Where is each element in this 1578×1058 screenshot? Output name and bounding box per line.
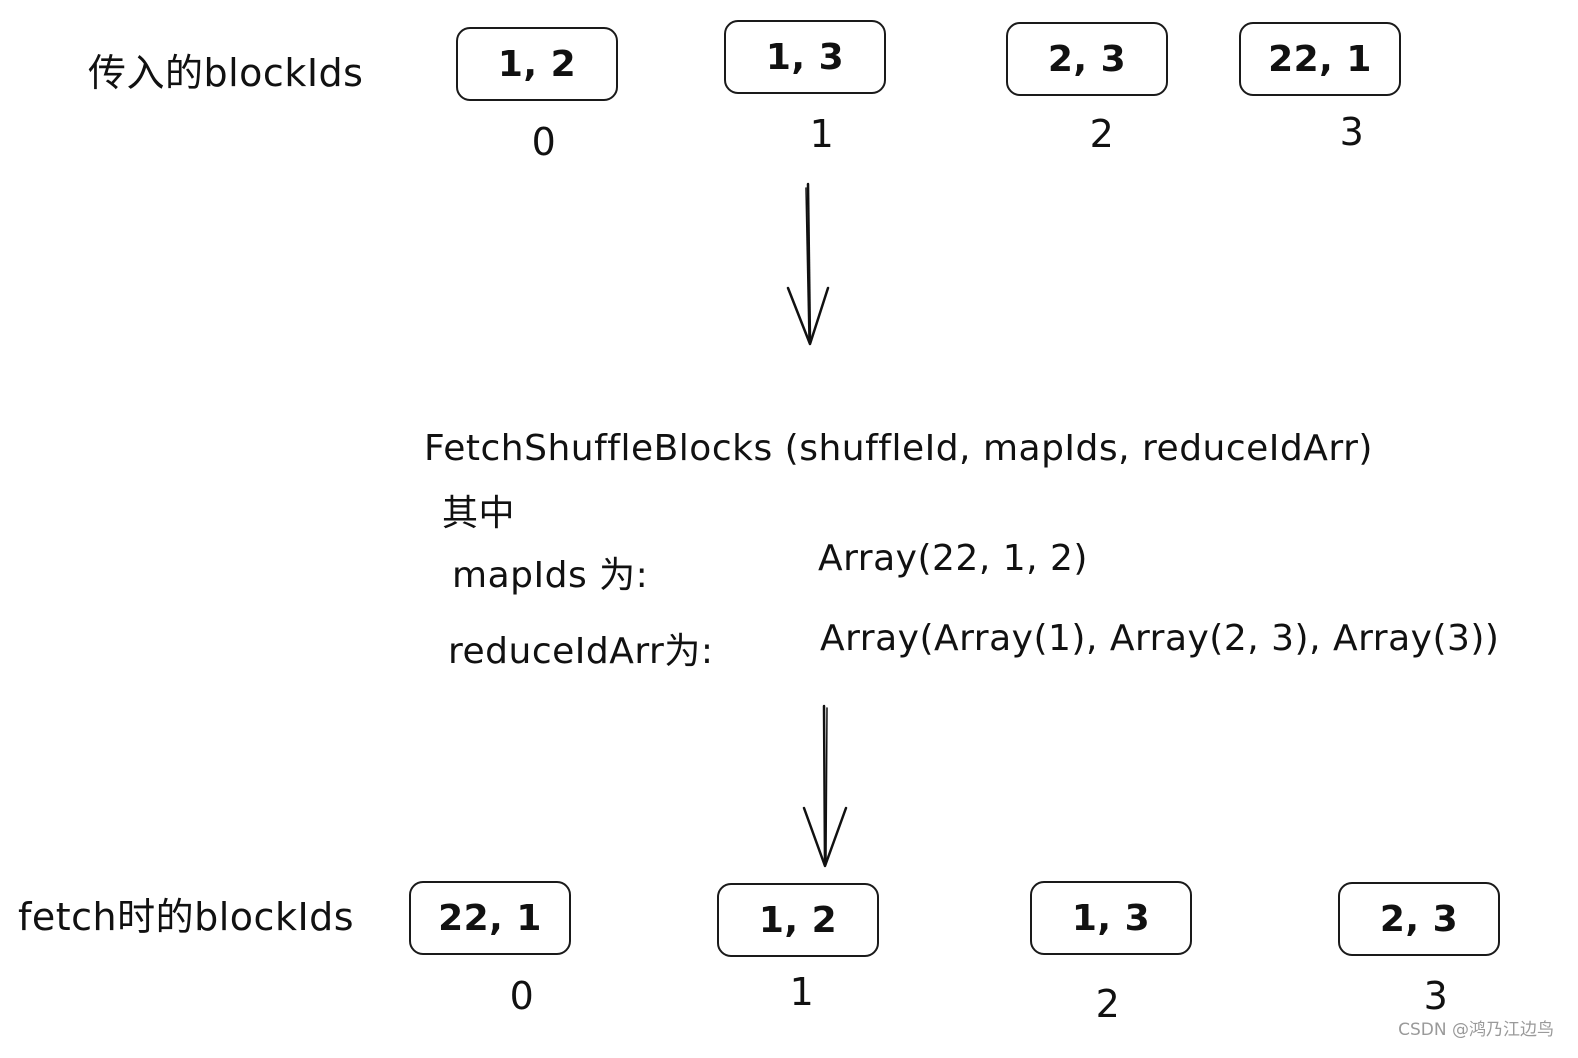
down-arrow-icon — [802, 704, 848, 868]
top-block-2: 2, 3 — [1006, 22, 1168, 96]
bottom-row-label: fetch时的blockIds — [18, 895, 355, 939]
top-index-0: 0 — [531, 120, 557, 164]
bottom-block-2: 1, 3 — [1030, 881, 1192, 955]
map-ids-value: Array(22, 1, 2) — [818, 538, 1088, 579]
bottom-block-3: 2, 3 — [1338, 882, 1500, 956]
bottom-index-0: 0 — [509, 974, 535, 1018]
top-index-2: 2 — [1089, 112, 1115, 156]
bottom-index-3: 3 — [1423, 974, 1449, 1018]
fetch-call-signature: FetchShuffleBlocks (shuffleId, mapIds, r… — [424, 428, 1373, 469]
top-index-1: 1 — [809, 112, 835, 156]
map-ids-label: mapIds 为: — [452, 555, 649, 596]
bottom-index-2: 2 — [1095, 982, 1121, 1026]
top-row-label: 传入的blockIds — [88, 51, 364, 95]
watermark: CSDN @鸿乃江边鸟 — [1398, 1020, 1554, 1040]
top-block-1: 1, 3 — [724, 20, 886, 94]
top-index-3: 3 — [1339, 110, 1365, 154]
reduce-id-arr-value: Array(Array(1), Array(2, 3), Array(3)) — [820, 618, 1500, 659]
bottom-block-1: 1, 2 — [717, 883, 879, 957]
bottom-block-0: 22, 1 — [409, 881, 571, 955]
top-block-3: 22, 1 — [1239, 22, 1401, 96]
reduce-id-arr-label: reduceIdArr为: — [448, 631, 714, 672]
bottom-index-1: 1 — [789, 970, 815, 1014]
down-arrow-icon — [786, 182, 830, 346]
top-block-0: 1, 2 — [456, 27, 618, 101]
where-label: 其中 — [442, 493, 516, 534]
